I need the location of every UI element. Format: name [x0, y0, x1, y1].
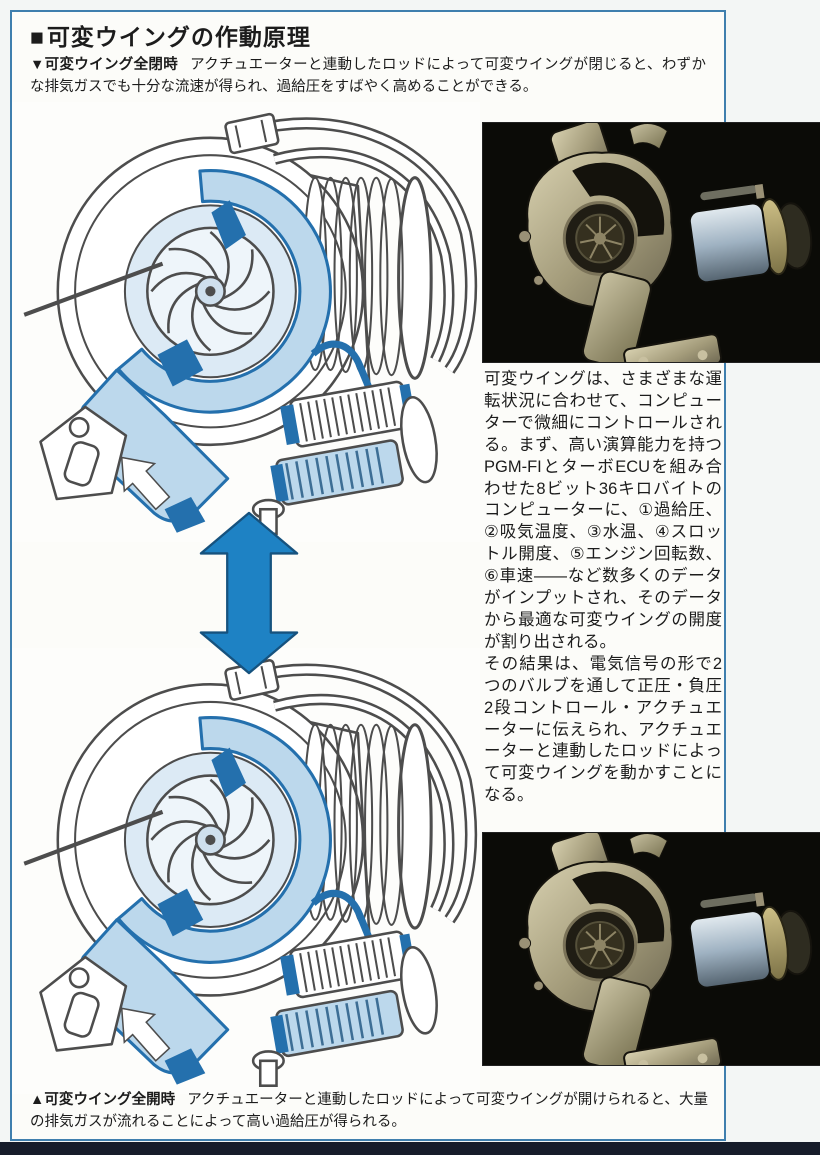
page-title-text: 可変ウイングの作動原理 — [46, 24, 311, 50]
turbo-photo-top — [483, 123, 820, 362]
page-title: ■可変ウイングの作動原理 — [30, 18, 690, 52]
figure-caption-closed-label: ▼可変ウイング全閉時 — [30, 57, 179, 73]
figure-caption-open: ▲可変ウイング全開時アクチュエーターと連動したロッドによって可変ウイングが開けら… — [30, 1090, 708, 1134]
body-paragraph-2: その結果は、電気信号の形で2つのバルブを通して正圧・負圧2段コントロール・アクチ… — [484, 654, 722, 805]
turbo-cutaway-diagram-wing-closed — [12, 102, 480, 542]
turbo-cutaway-diagram-wing-open — [12, 648, 480, 1094]
turbo-photo-bottom — [483, 833, 820, 1065]
body-text-column: 可変ウイングは、さまざまな運転状況に合わせて、コンピューターで微細にコントロール… — [484, 369, 722, 807]
page-bottom-strip — [0, 1142, 820, 1155]
figure-caption-open-text: アクチュエーターと連動したロッドによって可変ウイングが開けられると、大量の排気ガ… — [30, 1092, 708, 1130]
figure-caption-closed: ▼可変ウイング全閉時アクチュエーターと連動したロッドによって可変ウイングが閉じる… — [30, 55, 706, 99]
figure-caption-closed-text: アクチュエーターと連動したロッドによって可変ウイングが閉じると、わずかな排気ガス… — [30, 57, 706, 95]
figure-caption-open-label: ▲可変ウイング全開時 — [30, 1092, 176, 1108]
body-paragraph-1: 可変ウイングは、さまざまな運転状況に合わせて、コンピューターで微細にコントロール… — [484, 370, 722, 651]
section-marker-icon: ■ — [30, 24, 45, 50]
double-arrow-icon — [199, 511, 299, 675]
